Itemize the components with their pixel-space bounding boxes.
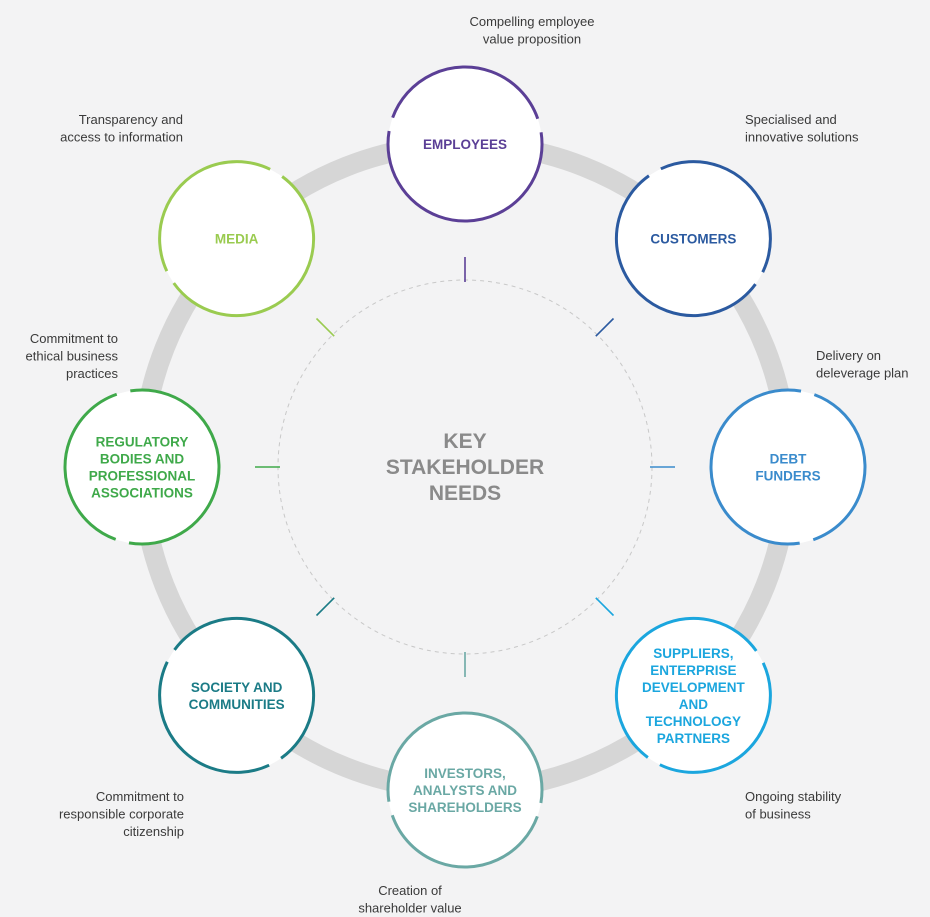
node-label-customers: CUSTOMERS bbox=[650, 232, 736, 247]
node-fill-debt-funders bbox=[711, 390, 865, 544]
node-label-line: ASSOCIATIONS bbox=[91, 486, 193, 501]
node-border-media bbox=[158, 160, 316, 318]
node-label-line: ENTERPRISE bbox=[650, 663, 736, 678]
node-label-line: TECHNOLOGY bbox=[646, 714, 741, 729]
need-label-line: Specialised and bbox=[745, 112, 837, 127]
center-title-line: NEEDS bbox=[429, 482, 501, 505]
need-label-line: responsible corporate bbox=[59, 807, 184, 822]
need-label-line: value proposition bbox=[483, 32, 581, 47]
node-border-society bbox=[158, 616, 316, 774]
node-label-debt-funders: DEBT FUNDERS bbox=[755, 452, 820, 484]
node-label-line: SOCIETY AND bbox=[191, 680, 283, 695]
node-fill-investors bbox=[388, 713, 542, 867]
node-label-regulatory: REGULATORY BODIES AND PROFESSIONAL ASSOCIAT… bbox=[89, 435, 196, 501]
node-label-society: SOCIETY AND COMMUNITIES bbox=[189, 680, 285, 712]
node-label-line: AND bbox=[679, 697, 708, 712]
spoke-tick-society bbox=[315, 597, 335, 617]
center-title-line: STAKEHOLDER bbox=[386, 456, 544, 479]
node-media[interactable]: MEDIA bbox=[134, 136, 339, 341]
node-label-line: COMMUNITIES bbox=[189, 697, 285, 712]
node-label-line: DEVELOPMENT bbox=[642, 680, 746, 695]
spoke-tick-customers bbox=[595, 317, 615, 337]
need-label-line: Commitment to bbox=[96, 789, 184, 804]
need-label-society: Commitment to responsible corporate citize… bbox=[59, 789, 184, 839]
need-label-debt-funders: Delivery on deleverage plan bbox=[816, 348, 909, 381]
node-fill-suppliers bbox=[616, 618, 771, 773]
node-fill-employees bbox=[388, 67, 542, 221]
center-title: KEY STAKEHOLDER NEEDS bbox=[386, 430, 544, 505]
spoke-tick-suppliers bbox=[595, 597, 615, 617]
need-label-line: innovative solutions bbox=[745, 130, 859, 145]
need-label-investors: Creation of shareholder value bbox=[358, 883, 461, 916]
node-label-line: CUSTOMERS bbox=[650, 232, 736, 247]
node-label-line: EMPLOYEES bbox=[423, 137, 507, 152]
node-label-line: BODIES AND bbox=[100, 452, 185, 467]
need-label-customers: Specialised and innovative solutions bbox=[745, 112, 859, 145]
node-customers[interactable]: CUSTOMERS bbox=[591, 136, 796, 341]
spoke-tick-media bbox=[315, 317, 335, 337]
node-label-line: REGULATORY bbox=[96, 435, 189, 450]
node-label-line: FUNDERS bbox=[755, 469, 820, 484]
node-label-line: DEBT bbox=[770, 452, 808, 467]
need-label-media: Transparency and access to information bbox=[60, 112, 183, 145]
node-employees[interactable]: EMPLOYEES bbox=[366, 45, 563, 242]
node-border-employees bbox=[386, 65, 544, 223]
node-label-line: MEDIA bbox=[215, 232, 259, 247]
need-label-line: access to information bbox=[60, 130, 183, 145]
need-label-line: ethical business bbox=[26, 349, 119, 364]
stakeholder-nodes: EMPLOYEES CUSTOMERS DEBT FUNDERS SUPPLIERS, E… bbox=[43, 45, 886, 888]
node-label-media: MEDIA bbox=[215, 232, 259, 247]
need-label-suppliers: Ongoing stability of business bbox=[745, 789, 842, 822]
need-label-line: Commitment to bbox=[30, 331, 118, 346]
node-border-regulatory bbox=[63, 388, 221, 546]
need-label-line: Delivery on bbox=[816, 348, 881, 363]
need-label-line: citizenship bbox=[123, 824, 184, 839]
node-label-investors: INVESTORS, ANALYSTS AND SHAREHOLDERS bbox=[408, 766, 521, 815]
node-label-line: SHAREHOLDERS bbox=[408, 800, 521, 815]
need-label-regulatory: Commitment to ethical business practices bbox=[26, 331, 119, 381]
need-label-employees: Compelling employee value proposition bbox=[469, 14, 594, 47]
node-fill-media bbox=[159, 161, 314, 316]
node-label-employees: EMPLOYEES bbox=[423, 137, 507, 152]
spoke-ticks bbox=[255, 257, 675, 677]
need-label-line: shareholder value bbox=[358, 901, 461, 916]
node-border-suppliers bbox=[614, 616, 772, 774]
node-debt-funders[interactable]: DEBT FUNDERS bbox=[689, 368, 886, 565]
node-label-line: INVESTORS, bbox=[424, 766, 506, 781]
need-label-line: Creation of bbox=[378, 883, 442, 898]
node-label-line: PARTNERS bbox=[657, 731, 730, 746]
node-fill-customers bbox=[616, 161, 771, 316]
need-label-line: Transparency and bbox=[79, 112, 183, 127]
node-label-suppliers: SUPPLIERS, ENTERPRISE DEVELOPMENT AND TECHNO… bbox=[642, 646, 746, 746]
center-title-line: KEY bbox=[443, 430, 486, 453]
node-border-investors bbox=[386, 711, 544, 869]
node-label-line: PROFESSIONAL bbox=[89, 469, 196, 484]
need-label-line: Compelling employee bbox=[469, 14, 594, 29]
node-regulatory[interactable]: REGULATORY BODIES AND PROFESSIONAL ASSOCIAT… bbox=[43, 368, 240, 565]
need-label-line: practices bbox=[66, 366, 119, 381]
stakeholder-needs: Compelling employee value propositionSpec… bbox=[26, 14, 909, 916]
node-label-line: SUPPLIERS, bbox=[653, 646, 733, 661]
node-fill-regulatory bbox=[65, 390, 219, 544]
node-fill-society bbox=[159, 618, 314, 773]
node-society[interactable]: SOCIETY AND COMMUNITIES bbox=[134, 593, 339, 798]
node-suppliers[interactable]: SUPPLIERS, ENTERPRISE DEVELOPMENT AND TECHNO… bbox=[591, 593, 796, 798]
node-label-line: ANALYSTS AND bbox=[413, 783, 517, 798]
need-label-line: of business bbox=[745, 807, 811, 822]
need-label-line: deleverage plan bbox=[816, 366, 909, 381]
need-label-line: Ongoing stability bbox=[745, 789, 842, 804]
node-investors[interactable]: INVESTORS, ANALYSTS AND SHAREHOLDERS bbox=[366, 691, 563, 888]
node-border-debt-funders bbox=[709, 388, 867, 546]
